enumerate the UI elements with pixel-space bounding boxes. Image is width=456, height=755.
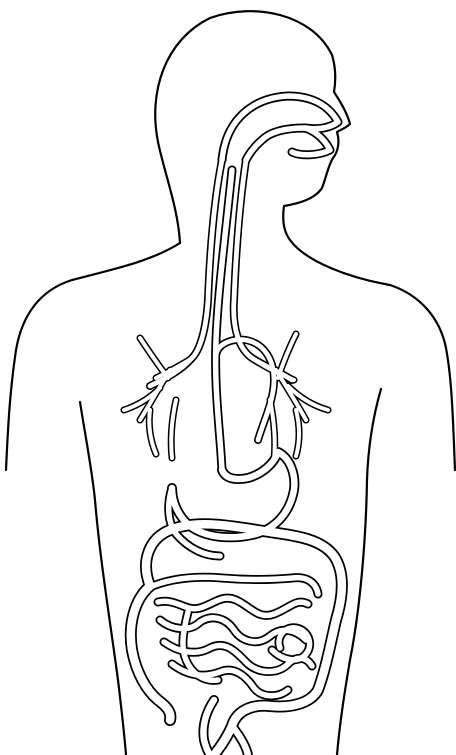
small-intestine-1-inner bbox=[148, 577, 318, 594]
trachea-left-inner bbox=[150, 160, 222, 386]
bronchus-left-5-inner bbox=[140, 338, 168, 378]
bronchus-right-5-inner bbox=[278, 334, 296, 378]
left-torso-outline bbox=[80, 402, 126, 755]
tract-outer-strokes bbox=[124, 96, 342, 755]
digestive-respiratory-tract bbox=[124, 96, 342, 755]
